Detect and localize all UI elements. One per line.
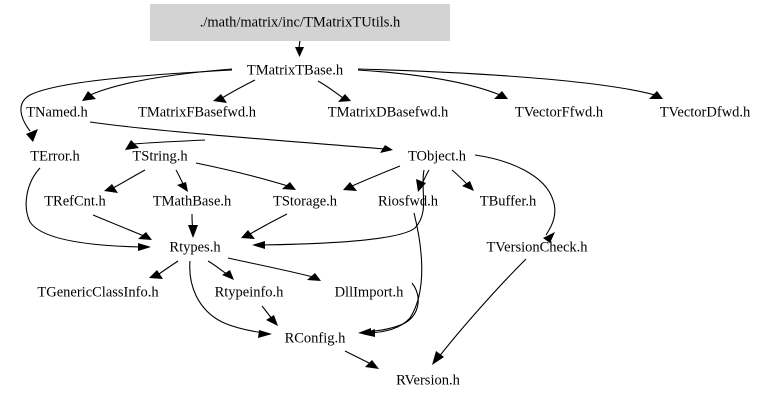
node-terror-label: TError.h [30,148,80,164]
node-tmatrixdbasefwd-label: TMatrixDBasefwd.h [328,104,449,120]
node-tmathbase-label: TMathBase.h [153,193,232,209]
node-tvectorffwd[interactable]: TVectorFfwd.h [515,104,604,120]
node-riosfwd-label: Riosfwd.h [378,193,439,209]
node-tbuffer[interactable]: TBuffer.h [480,193,537,209]
node-rconfig-label: RConfig.h [285,330,347,346]
node-dllimport[interactable]: DllImport.h [335,284,405,300]
edge-layer [20,39,663,369]
node-tnamed[interactable]: TNamed.h [26,104,88,120]
node-tversioncheck[interactable]: TVersionCheck.h [486,239,588,255]
node-trefcnt-label: TRefCnt.h [44,193,106,209]
node-rtypeinfo-label: Rtypeinfo.h [215,284,285,300]
edge-rtypes-to-tgenericclassinfo [149,260,179,279]
node-tmatrixfbasefwd-label: TMatrixFBasefwd.h [138,104,257,120]
edge-tstring-to-tstorage [195,162,296,190]
edge-tmatrixtbase-to-tvectordfwd [357,68,663,99]
edge-rconfig-to-rversion [344,350,379,369]
node-tmathbase[interactable]: TMathBase.h [153,193,232,209]
edge-rtypeinfo-to-rconfig [261,305,278,326]
node-tgenericclassinfo[interactable]: TGenericClassInfo.h [37,284,159,300]
node-tobject-label: TObject.h [408,148,467,164]
node-dllimport-label: DllImport.h [335,284,405,300]
node-tnamed-label: TNamed.h [26,104,88,120]
node-root[interactable]: ./math/matrix/inc/TMatrixTUtils.h [150,4,450,41]
edge-riosfwd-to-rconfig [362,212,423,337]
node-tmatrixtbase[interactable]: TMatrixTBase.h [247,62,344,78]
edge-tobject-to-tversioncheck [474,154,556,243]
node-tstring-label: TString.h [132,148,188,164]
node-layer: ./math/matrix/inc/TMatrixTUtils.h TMatri… [26,4,751,388]
edge-rtypes-to-dllimport [227,257,321,281]
node-tbuffer-label: TBuffer.h [480,193,537,209]
node-rtypes-label: Rtypes.h [169,239,221,255]
edge-tobject-to-tstorage [343,165,401,191]
edge-root-to-tmatrixtbase [295,39,304,57]
node-root-label: ./math/matrix/inc/TMatrixTUtils.h [200,14,401,30]
node-rtypeinfo[interactable]: Rtypeinfo.h [215,284,285,300]
edge-trefcnt-to-rtypes [92,214,152,240]
edge-tnamed-to-tobject [89,121,393,153]
edge-tmatrixtbase-to-tmatrixfbasefwd [213,79,256,103]
edge-tnamed-to-tstring [125,139,206,150]
edge-rtypes-to-rconfig [189,260,272,338]
node-tgenericclassinfo-label: TGenericClassInfo.h [37,284,159,300]
edge-tstorage-to-rtypes [241,213,288,239]
node-tmatrixfbasefwd[interactable]: TMatrixFBasefwd.h [138,104,257,120]
node-tvectordfwd-label: TVectorDfwd.h [660,104,751,120]
node-tstorage-label: TStorage.h [273,193,338,209]
edge-tmatrixtbase-to-terror [20,69,233,142]
edge-tstring-to-trefcnt [104,169,146,193]
edge-tmatrixtbase-to-tvectorffwd [357,69,508,99]
node-rversion[interactable]: RVersion.h [396,372,460,388]
edge-tmatrixtbase-to-tmatrixdbasefwd [317,80,351,102]
node-tstring[interactable]: TString.h [132,148,188,164]
node-rversion-label: RVersion.h [396,372,460,388]
node-tmatrixdbasefwd[interactable]: TMatrixDBasefwd.h [328,104,449,120]
edge-tmatrixtbase-to-tnamed [82,68,233,101]
node-root-box [150,4,450,41]
edge-tstring-to-tmathbase [175,169,188,192]
edge-terror-to-rtypes [25,167,151,251]
node-tmatrixtbase-label: TMatrixTBase.h [247,62,344,78]
edge-tobject-to-rtypes [252,169,425,249]
node-trefcnt[interactable]: TRefCnt.h [44,193,106,209]
node-terror[interactable]: TError.h [30,148,80,164]
edge-tversioncheck-to-rversion [432,258,527,365]
edge-tobject-to-tbuffer [451,169,474,191]
node-tobject[interactable]: TObject.h [408,148,467,164]
edge-tobject-to-riosfwd [416,169,430,192]
edge-tmathbase-to-rtypes [188,213,198,238]
node-tstorage[interactable]: TStorage.h [273,193,338,209]
node-tvectordfwd[interactable]: TVectorDfwd.h [660,104,751,120]
node-rtypes[interactable]: Rtypes.h [169,239,221,255]
node-riosfwd[interactable]: Riosfwd.h [378,193,439,209]
node-tvectorffwd-label: TVectorFfwd.h [515,104,604,120]
node-rconfig[interactable]: RConfig.h [285,330,347,346]
node-tversioncheck-label: TVersionCheck.h [486,239,588,255]
edge-rtypes-to-rtypeinfo [207,260,234,280]
